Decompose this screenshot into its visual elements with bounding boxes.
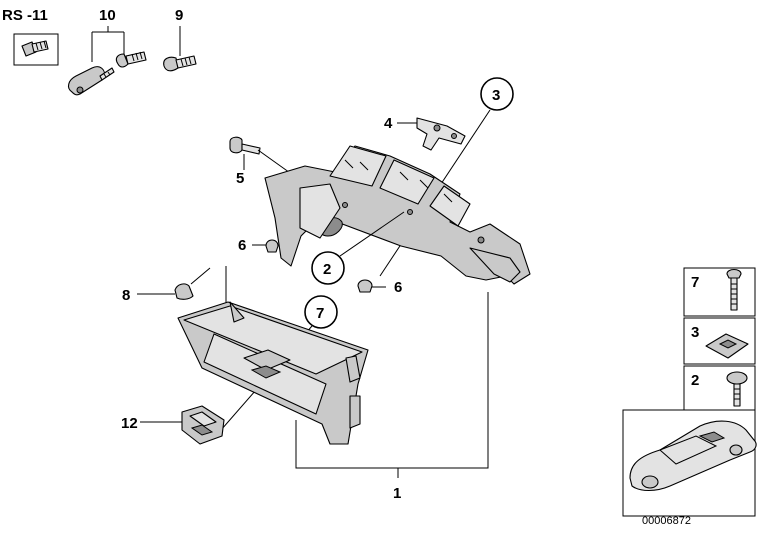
glovebox-door [177, 301, 369, 445]
callout-9: 9 [175, 7, 183, 24]
callout-2: 2 [323, 261, 331, 278]
callout-rs11: RS -11 [2, 7, 48, 24]
legend-item-3-label: 3 [691, 324, 699, 341]
callout-7-circle [304, 295, 338, 329]
legend-screw-7-icon [726, 268, 742, 311]
legend-item-7-label: 7 [691, 274, 699, 291]
callout-12: 12 [121, 415, 138, 432]
callout-7: 7 [316, 305, 324, 322]
legend-item-7-box [683, 267, 756, 317]
leader-2 [339, 211, 405, 257]
callout-3-circle [480, 77, 514, 111]
legend-panel: 7 3 2 [622, 267, 757, 517]
glovebox-bracket [264, 145, 531, 285]
rs11-screw-icon [21, 40, 49, 57]
clip-6a-icon [265, 239, 279, 253]
leader-10 [91, 26, 125, 62]
legend-screw-2-icon [726, 371, 748, 407]
screw-9-icon [163, 55, 197, 72]
callout-5: 5 [236, 170, 244, 187]
callout-4: 4 [384, 115, 393, 132]
screw-10-icon [115, 51, 147, 68]
legend-item-2-label: 2 [691, 372, 699, 389]
car-locator-icon [629, 420, 757, 492]
key-icon [67, 66, 115, 96]
clip-4-icon [416, 117, 466, 151]
callout-3: 3 [492, 87, 500, 104]
insert-12-icon [181, 405, 225, 445]
callout-1: 1 [393, 485, 401, 502]
knob-8-icon [174, 266, 227, 310]
callout-8: 8 [122, 287, 130, 304]
legend-clip-3-icon [705, 333, 749, 359]
leader-1-bracket [295, 292, 489, 469]
callout-10: 10 [99, 7, 116, 24]
callout-6a: 6 [238, 237, 246, 254]
callout-6b: 6 [394, 279, 402, 296]
image-number: 00006872 [642, 515, 691, 527]
callout-2-circle [311, 251, 345, 285]
clip-6b-icon [357, 279, 373, 293]
